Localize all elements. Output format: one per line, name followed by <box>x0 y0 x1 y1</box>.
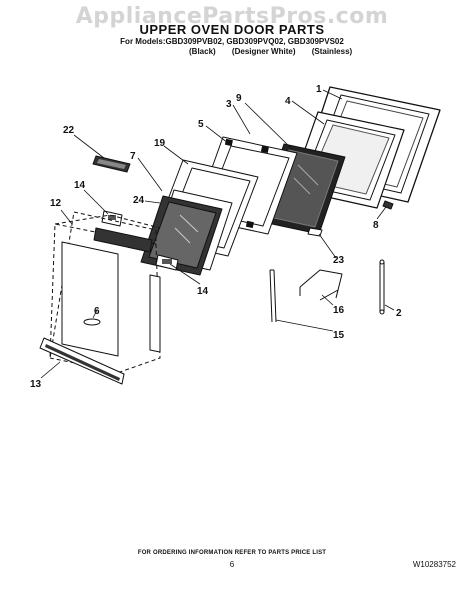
models-line: For Models:GBD309PVB02, GBD309PVQ02, GBD… <box>120 37 344 46</box>
callout-6: 6 <box>94 306 100 317</box>
callout-9: 9 <box>236 93 242 104</box>
watermark: AppliancePartsPros.com <box>75 4 389 29</box>
callout-labels: 1 2 3 4 5 6 7 8 9 12 13 14 14 15 16 19 2… <box>30 84 402 390</box>
part-13-door-trim <box>39 337 125 385</box>
leader-lines <box>40 89 395 379</box>
callout-8: 8 <box>373 220 379 231</box>
model-variants: (Black) (Designer White) (Stainless) <box>189 47 366 56</box>
variant-designer-white: (Designer White) <box>231 47 296 56</box>
part-16-handle-bracket <box>299 269 343 301</box>
part-15-rod <box>269 269 277 323</box>
callout-16: 16 <box>333 305 345 316</box>
part-8-screw <box>382 200 394 210</box>
callout-22: 22 <box>63 125 75 136</box>
part-12-door-panel <box>61 227 161 357</box>
callout-24: 24 <box>133 195 145 206</box>
callout-14-lower: 14 <box>197 286 209 297</box>
document-number: W10283752 <box>412 560 456 569</box>
part-6-badge <box>83 318 101 326</box>
callout-3: 3 <box>226 99 232 110</box>
variant-black: (Black) <box>189 47 216 56</box>
callout-1: 1 <box>316 84 322 95</box>
part-2-spring <box>379 259 385 315</box>
callout-19: 19 <box>154 138 166 149</box>
ordering-note: FOR ORDERING INFORMATION REFER TO PARTS … <box>137 550 327 556</box>
callout-14-upper: 14 <box>74 180 86 191</box>
callout-23: 23 <box>333 255 345 266</box>
callout-2: 2 <box>396 308 402 319</box>
variant-stainless: (Stainless) <box>311 47 353 56</box>
part-22-bracket <box>92 155 131 173</box>
callout-7: 7 <box>130 151 136 162</box>
callout-4: 4 <box>285 96 291 107</box>
part-24-glass-panel <box>140 195 223 276</box>
callout-15: 15 <box>333 330 345 341</box>
callout-13: 13 <box>30 379 42 390</box>
page-title: UPPER OVEN DOOR PARTS <box>139 22 325 37</box>
callout-5: 5 <box>198 119 204 130</box>
page-number: 6 <box>229 560 235 569</box>
callout-12: 12 <box>50 198 62 209</box>
